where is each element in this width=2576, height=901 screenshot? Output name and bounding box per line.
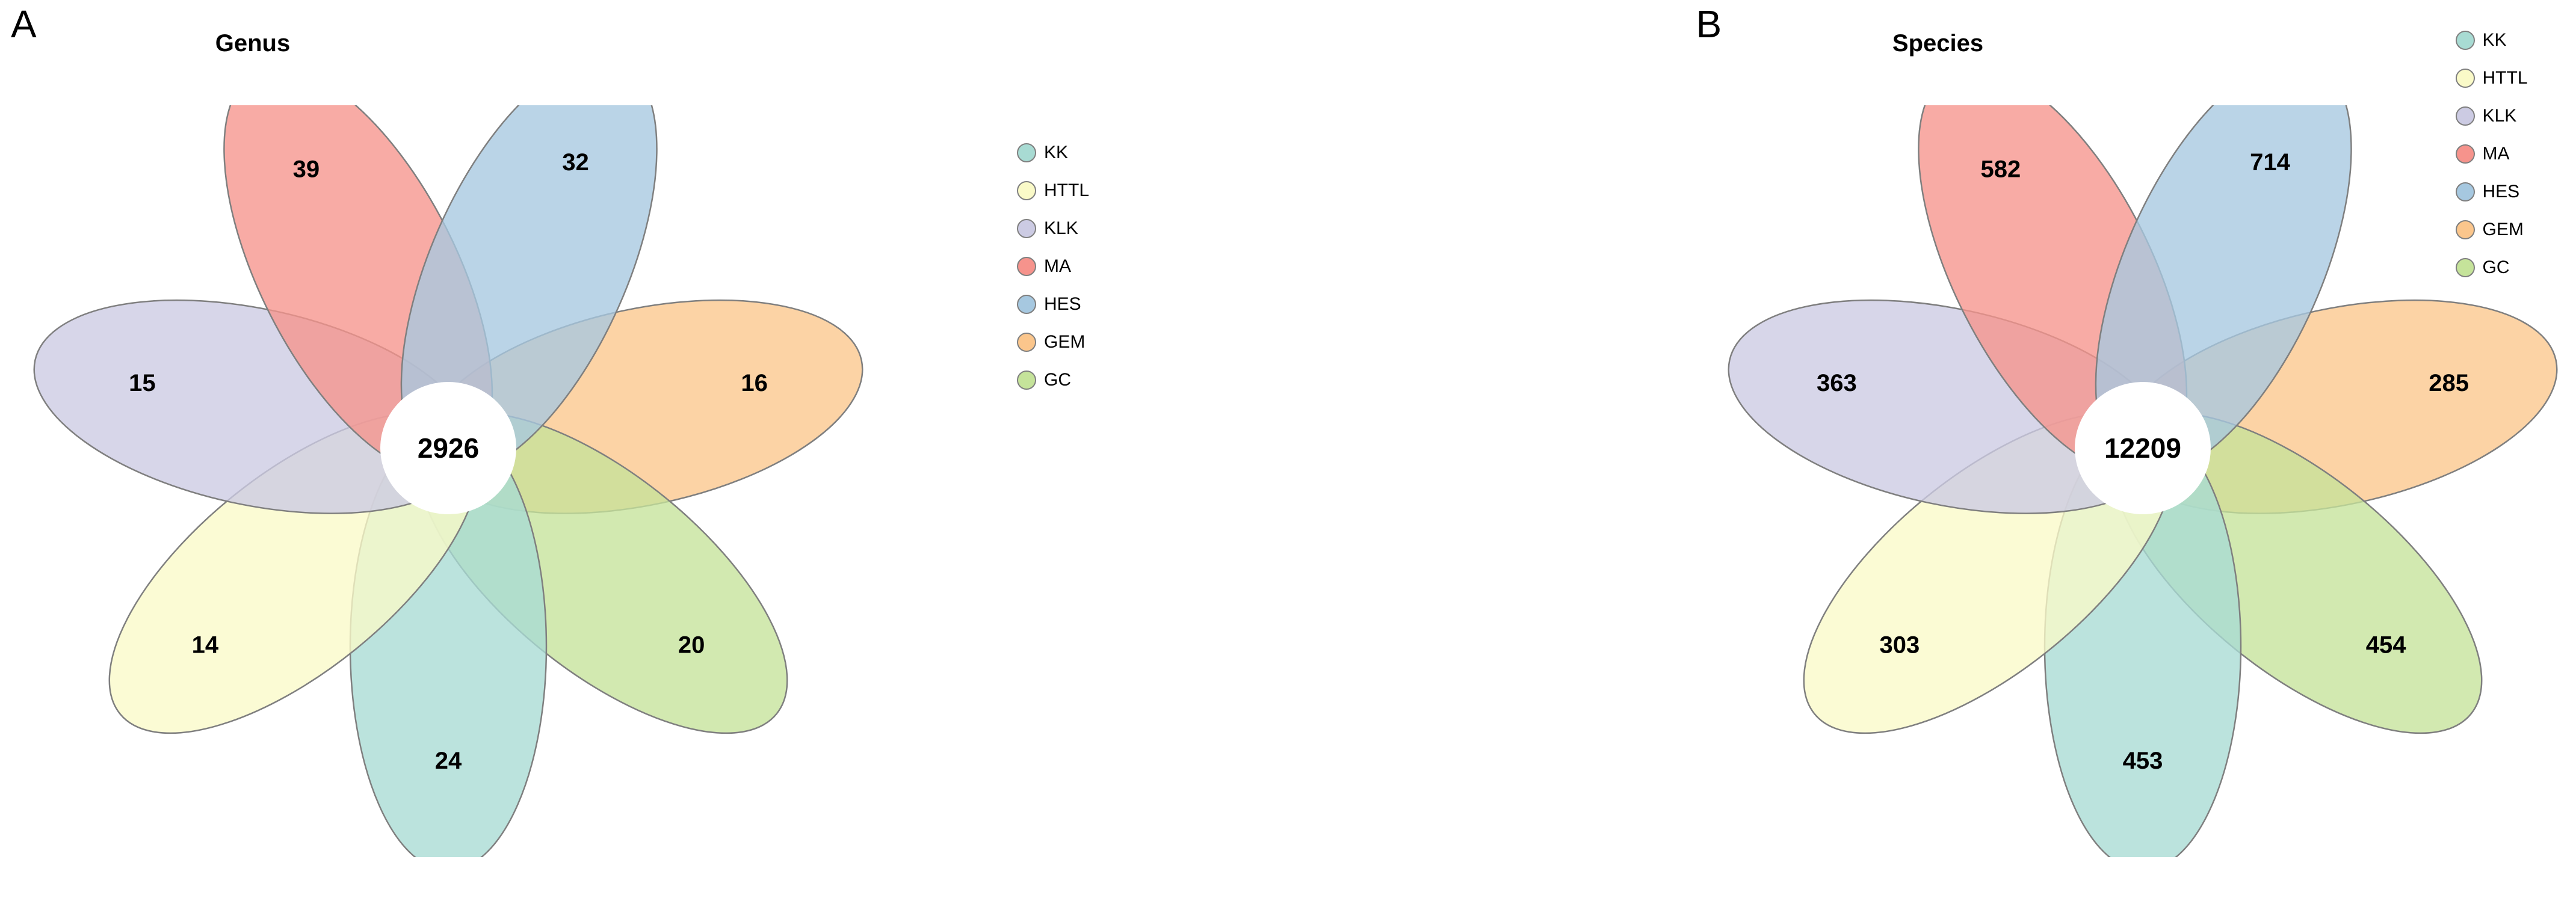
petal-value-gc: 454 — [2365, 632, 2406, 658]
legend-swatch-icon — [2455, 68, 2475, 88]
panel-title-genus: Genus — [215, 30, 291, 57]
legend-swatch-icon — [2455, 30, 2475, 50]
legend-label: HES — [2482, 181, 2520, 201]
center-value-label: 2926 — [418, 432, 479, 464]
petal-value-hes: 32 — [562, 149, 589, 176]
legend-label: MA — [2482, 143, 2510, 164]
legend-swatch-icon — [1017, 370, 1036, 390]
legend-label: HTTL — [2482, 67, 2528, 88]
legend-item-gc[interactable]: GC — [1017, 361, 1089, 399]
legend-item-gem[interactable]: GEM — [2455, 211, 2528, 248]
legend-item-hes[interactable]: HES — [2455, 173, 2528, 211]
legend-label: GEM — [2482, 219, 2524, 239]
petal-value-ma: 39 — [293, 156, 320, 183]
legend-label: GEM — [1044, 331, 1086, 352]
legend-species: KK HTTL KLK MA HES GEM GC — [2455, 21, 2528, 286]
legend-label: GC — [1044, 369, 1071, 390]
center-circle — [380, 382, 516, 514]
legend-item-hes[interactable]: HES — [1017, 285, 1089, 323]
panel-letter-a: A — [11, 2, 37, 46]
legend-item-ma[interactable]: MA — [2455, 135, 2528, 173]
petal-value-gc: 20 — [678, 632, 705, 658]
legend-item-kk[interactable]: KK — [2455, 21, 2528, 59]
legend-label: GC — [2482, 257, 2510, 277]
legend-swatch-icon — [1017, 294, 1036, 314]
petal-value-klk: 363 — [1816, 370, 1856, 396]
center-value-label: 12209 — [2104, 432, 2181, 464]
petal-value-kk: 24 — [435, 748, 462, 774]
panel-letter-b: B — [1696, 2, 1722, 46]
legend-item-klk[interactable]: KLK — [1017, 209, 1089, 247]
legend-genus: KK HTTL KLK MA HES GEM GC — [1017, 134, 1089, 399]
legend-item-gc[interactable]: GC — [2455, 248, 2528, 286]
center-circle — [2074, 382, 2211, 514]
petal-value-klk: 15 — [129, 370, 155, 396]
petal-group-species: 285 454 453 303 363 582 714 — [1728, 105, 2557, 857]
petal-group-genus: 16 20 24 14 15 39 32 — [33, 105, 863, 857]
legend-swatch-icon — [1017, 218, 1036, 238]
flower-venn-species: 285 454 453 303 363 582 714 12209 — [1713, 105, 2576, 857]
legend-label: KK — [1044, 142, 1069, 162]
flower-venn-svg-species: 285 454 453 303 363 582 714 12209 — [1728, 105, 2557, 857]
legend-swatch-icon — [2455, 106, 2475, 126]
core-group-genus: 2926 — [380, 382, 516, 514]
panel-genus: A Genus 16 20 24 14 15 39 32 2926 KK HTTL KLK MA H… — [11, 2, 1089, 857]
legend-item-ma[interactable]: MA — [1017, 247, 1089, 285]
petal-value-kk: 453 — [2122, 748, 2163, 774]
legend-swatch-icon — [2455, 220, 2475, 239]
petal-value-gem: 16 — [741, 370, 768, 396]
legend-item-klk[interactable]: KLK — [2455, 97, 2528, 135]
legend-item-httl[interactable]: HTTL — [2455, 59, 2528, 97]
legend-label: MA — [1044, 256, 1071, 276]
legend-swatch-icon — [1017, 180, 1036, 200]
panel-species: B Species 285 454 453 303 363 582 714 12209 KK… — [1288, 0, 2576, 901]
legend-label: HES — [1044, 294, 1081, 314]
core-group-species: 12209 — [2074, 382, 2211, 514]
legend-swatch-icon — [2455, 182, 2475, 201]
legend-swatch-icon — [1017, 143, 1036, 162]
legend-label: KK — [2482, 29, 2507, 50]
flower-venn-genus: 16 20 24 14 15 39 32 2926 — [18, 105, 921, 857]
legend-swatch-icon — [1017, 256, 1036, 276]
legend-label: KLK — [2482, 105, 2517, 126]
legend-item-httl[interactable]: HTTL — [1017, 171, 1089, 209]
legend-swatch-icon — [1017, 332, 1036, 352]
petal-value-hes: 714 — [2250, 149, 2290, 176]
legend-label: HTTL — [1044, 180, 1089, 200]
panel-title-species: Species — [1892, 30, 1984, 57]
legend-item-gem[interactable]: GEM — [1017, 323, 1089, 361]
legend-label: KLK — [1044, 218, 1078, 238]
petal-value-httl: 303 — [1879, 632, 1920, 658]
flower-venn-svg-genus: 16 20 24 14 15 39 32 2926 — [33, 105, 863, 857]
legend-swatch-icon — [2455, 257, 2475, 277]
petal-value-gem: 285 — [2429, 370, 2469, 396]
legend-item-kk[interactable]: KK — [1017, 134, 1089, 171]
petal-value-ma: 582 — [1980, 156, 2021, 183]
petal-value-httl: 14 — [192, 632, 219, 658]
legend-swatch-icon — [2455, 144, 2475, 164]
